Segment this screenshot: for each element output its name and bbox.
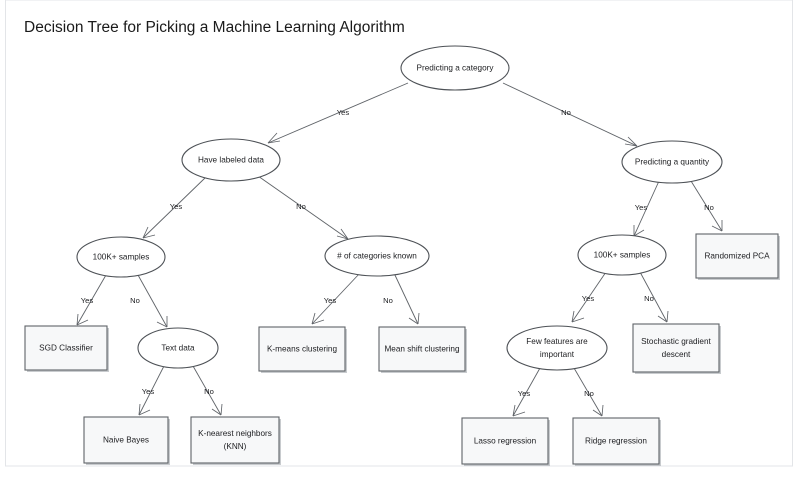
- node-label-line2: descent: [662, 350, 691, 359]
- node-mean-shift-clustering[interactable]: Mean shift clustering: [378, 326, 467, 373]
- node-stochastic-gradient-descent[interactable]: Stochastic gradient descent: [632, 323, 721, 374]
- edge-text-data-to-naive-bayes: Yes: [138, 365, 165, 416]
- edge-label-no: No: [130, 296, 140, 305]
- edge-label-yes: Yes: [170, 202, 183, 211]
- edge-label-yes: Yes: [635, 203, 648, 212]
- node-label-line1: K-nearest neighbors: [198, 429, 272, 438]
- edge-label-no: No: [204, 387, 214, 396]
- arrow-head-icon: [512, 404, 526, 417]
- edge-root-to-predicting-a-quantity: No: [502, 82, 638, 147]
- edge-few-features-important-to-ridge-regression: No: [573, 367, 604, 417]
- node-label: Mean shift clustering: [384, 345, 460, 354]
- arrow-head-icon: [336, 228, 349, 240]
- nodes-layer: Predicting a category Have labeled data …: [24, 45, 780, 466]
- edge-label-no: No: [383, 296, 393, 305]
- node-label: Naive Bayes: [103, 436, 149, 445]
- edges-layer: Yes No Yes No: [76, 82, 723, 417]
- edge-100k-samples-right-to-few-features-important: Yes: [571, 271, 607, 323]
- node-label: # of categories known: [337, 252, 417, 261]
- edge-label-no: No: [296, 202, 306, 211]
- edge-label-no: No: [561, 108, 571, 117]
- arrow-head-icon: [633, 225, 645, 237]
- edge-100k-samples-right-to-stochastic-gradient-descent: No: [639, 271, 669, 323]
- edge-predicting-a-quantity-to-100k-samples-right: Yes: [633, 180, 660, 237]
- arrow-head-icon: [711, 220, 723, 232]
- edge-root-to-have-labeled-data: Yes: [267, 82, 409, 144]
- edge-categories-known-to-mean-shift-clustering: No: [383, 272, 420, 325]
- arrow-head-icon: [267, 132, 281, 144]
- node-naive-bayes[interactable]: Naive Bayes: [83, 416, 170, 465]
- canvas-border: [5, 0, 793, 467]
- node-100k-samples-left[interactable]: 100K+ samples: [76, 236, 166, 278]
- edge-100k-samples-to-sgd-classifier: Yes: [76, 274, 107, 326]
- arrow-head-icon: [156, 316, 168, 328]
- edge-label-yes: Yes: [142, 387, 155, 396]
- edge-have-labeled-data-to-100k-samples-left: Yes: [142, 176, 207, 239]
- node-label-line2: important: [540, 350, 575, 359]
- node-label: Have labeled data: [198, 156, 264, 165]
- node-label: Randomized PCA: [704, 252, 770, 261]
- node-predicting-a-quantity[interactable]: Predicting a quantity: [621, 140, 723, 184]
- node-label: Lasso regression: [474, 437, 537, 446]
- arrow-head-icon: [142, 226, 156, 239]
- node-few-features-are-important[interactable]: Few features are important: [506, 325, 608, 371]
- edge-have-labeled-data-to-categories-known: No: [257, 175, 349, 240]
- arrow-head-icon: [592, 404, 604, 417]
- arrow-head-icon: [138, 403, 151, 416]
- edge-label-yes: Yes: [582, 294, 595, 303]
- node-number-of-categories-known[interactable]: # of categories known: [324, 235, 430, 277]
- node-lasso-regression[interactable]: Lasso regression: [461, 417, 550, 466]
- edge-label-no: No: [704, 203, 714, 212]
- node-label-line1: Stochastic gradient: [641, 337, 711, 346]
- node-have-labeled-data[interactable]: Have labeled data: [181, 138, 281, 182]
- node-label-line2: (KNN): [224, 442, 247, 451]
- edge-100k-samples-to-text-data: No: [130, 274, 168, 328]
- arrow-head-icon: [311, 312, 325, 325]
- edge-categories-known-to-k-means-clustering: Yes: [311, 272, 361, 325]
- node-label: SGD Classifier: [39, 344, 93, 353]
- edge-label-yes: Yes: [518, 389, 531, 398]
- node-label: Predicting a category: [417, 64, 495, 73]
- node-label: Ridge regression: [585, 437, 647, 446]
- edge-few-features-important-to-lasso-regression: Yes: [512, 367, 541, 417]
- node-label: 100K+ samples: [93, 253, 150, 262]
- arrow-head-icon: [211, 403, 223, 416]
- node-randomized-pca[interactable]: Randomized PCA: [695, 233, 780, 280]
- arrow-head-icon: [76, 313, 89, 326]
- node-100k-samples-right[interactable]: 100K+ samples: [577, 234, 667, 276]
- edge-label-yes: Yes: [324, 296, 337, 305]
- node-k-means-clustering[interactable]: K-means clustering: [258, 326, 347, 373]
- node-text-data[interactable]: Text data: [137, 327, 219, 369]
- node-label: 100K+ samples: [594, 251, 651, 260]
- node-label: Predicting a quantity: [635, 158, 710, 167]
- edge-label-yes: Yes: [81, 296, 94, 305]
- arrow-head-icon: [657, 310, 669, 323]
- page-title: Decision Tree for Picking a Machine Lear…: [24, 19, 405, 36]
- node-sgd-classifier[interactable]: SGD Classifier: [24, 325, 109, 372]
- edge-label-no: No: [644, 294, 654, 303]
- edge-predicting-a-quantity-to-randomized-pca: No: [690, 180, 723, 232]
- node-predicting-a-category[interactable]: Predicting a category: [400, 45, 510, 91]
- node-label: K-means clustering: [267, 345, 338, 354]
- node-label-line1: Few features are: [526, 337, 588, 346]
- arrow-head-icon: [408, 312, 420, 325]
- edge-label-yes: Yes: [337, 108, 350, 117]
- node-ridge-regression[interactable]: Ridge regression: [572, 417, 661, 466]
- edge-label-no: No: [584, 389, 594, 398]
- edge-text-data-to-k-nearest-neighbors: No: [192, 365, 223, 416]
- arrow-head-icon: [571, 310, 585, 323]
- node-k-nearest-neighbors[interactable]: K-nearest neighbors (KNN): [190, 416, 281, 465]
- arrow-head-icon: [624, 136, 638, 147]
- node-label: Text data: [161, 344, 195, 353]
